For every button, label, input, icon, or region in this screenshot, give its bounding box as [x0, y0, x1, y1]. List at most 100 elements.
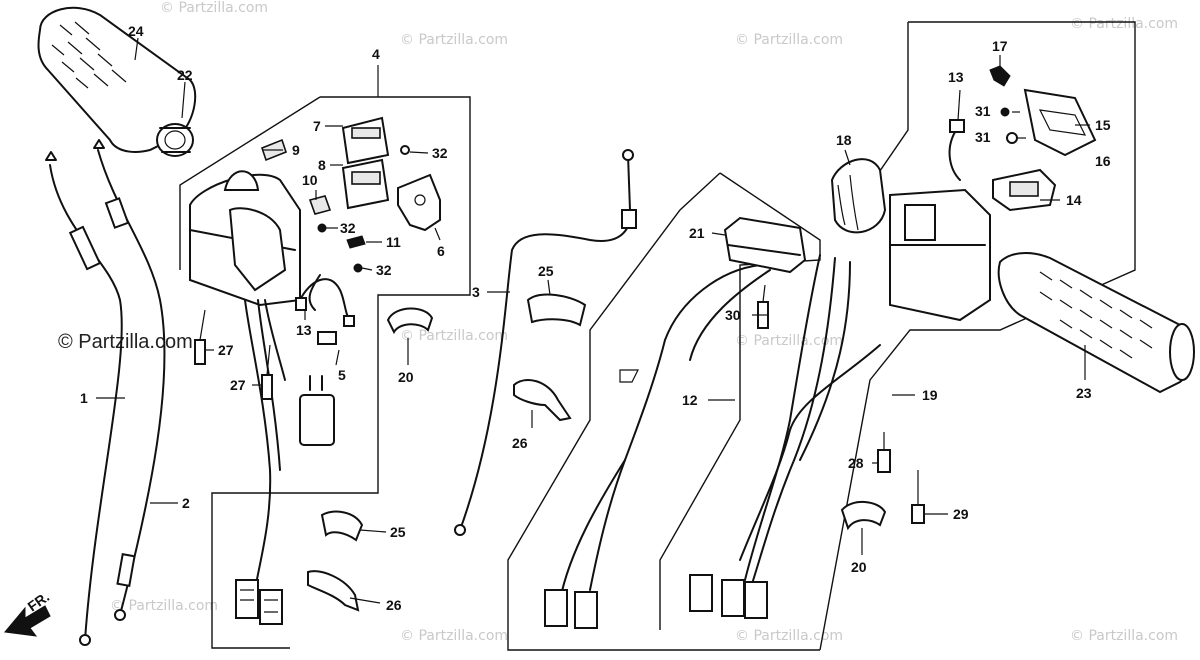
part-25-clamp-bottom[interactable]: [320, 510, 364, 542]
throttle-cable-1[interactable]: [45, 151, 123, 646]
callout-13-right: 13: [948, 69, 964, 85]
callout-32-top: 32: [432, 145, 448, 161]
watermark-text: © Partzilla.com: [735, 32, 843, 48]
part-5-switch[interactable]: [299, 274, 337, 446]
callout-22: 22: [177, 67, 193, 83]
callout-20-left: 20: [398, 369, 414, 385]
callout-21: 21: [689, 225, 705, 241]
callout-5: 5: [338, 367, 346, 383]
watermark-text-main: © Partzilla.com: [58, 331, 193, 353]
callout-31-top: 31: [975, 103, 991, 119]
right-switch-connector[interactable]: [689, 574, 768, 619]
group-outlines: [179, 21, 1136, 651]
callout-15: 15: [1095, 117, 1111, 133]
watermark-text: © Partzilla.com: [400, 328, 508, 344]
screws-32[interactable]: [317, 145, 410, 273]
part-18-switch-drum[interactable]: [830, 158, 887, 234]
callout-9: 9: [292, 142, 300, 158]
callout-27-top: 27: [218, 342, 234, 358]
callout-3: 3: [472, 284, 480, 300]
watermark-text: © Partzilla.com: [1070, 16, 1178, 32]
callout-32-middle: 32: [340, 220, 356, 236]
callout-6: 6: [437, 243, 445, 259]
part-25-clamp-top[interactable]: [526, 293, 587, 327]
part-20-clamp-left[interactable]: [386, 307, 434, 335]
part-26-lever-bottom[interactable]: [307, 570, 360, 612]
part-13-left-wire[interactable]: [295, 278, 355, 327]
part-28-bolt[interactable]: [877, 432, 891, 473]
part-19-cable[interactable]: [739, 344, 881, 561]
throttle-cable-2[interactable]: [93, 139, 166, 621]
callout-29: 29: [953, 506, 969, 522]
group-outline-harness-left: [507, 172, 820, 651]
group-outline-harness: [659, 172, 821, 630]
callout-4: 4: [372, 46, 380, 62]
callout-32-bottom: 32: [376, 262, 392, 278]
watermark-text: © Partzilla.com: [735, 628, 843, 644]
callout-7: 7: [313, 118, 321, 134]
callout-30: 30: [725, 307, 741, 323]
callout-20-right: 20: [851, 559, 867, 575]
part-8-plate[interactable]: [341, 158, 390, 210]
callout-12: 12: [682, 392, 698, 408]
front-direction-arrow: FR.: [4, 588, 53, 637]
callout-13-left: 13: [296, 322, 312, 338]
group-outline-left-switch-top: [179, 96, 321, 270]
watermark-text: © Partzilla.com: [1070, 628, 1178, 644]
direction-label: FR.: [25, 588, 53, 614]
callout-2: 2: [182, 495, 190, 511]
callout-28: 28: [848, 455, 864, 471]
screws-31[interactable]: [1000, 107, 1018, 144]
screws-27[interactable]: [194, 309, 273, 400]
part-12-wire-harness[interactable]: [544, 264, 771, 629]
callout-16: 16: [1095, 153, 1111, 169]
part-11-tab[interactable]: [346, 235, 366, 249]
part-20-clamp-right[interactable]: [840, 501, 887, 531]
left-grip-part[interactable]: [37, 6, 197, 157]
part-10-knob[interactable]: [308, 195, 332, 215]
part-26-lever-top[interactable]: [513, 379, 572, 422]
callout-18: 18: [836, 132, 852, 148]
part-14-bracket[interactable]: [992, 168, 1057, 212]
part-13-right-wire[interactable]: [948, 119, 965, 181]
callout-1: 1: [80, 390, 88, 406]
right-switch-housing[interactable]: [744, 188, 991, 591]
part-6-bracket[interactable]: [397, 173, 441, 232]
part-15-plate[interactable]: [1023, 88, 1097, 157]
callout-26-top: 26: [512, 435, 528, 451]
part-30-screw[interactable]: [757, 284, 769, 329]
watermarks: © Partzilla.com © Partzilla.com © Partzi…: [58, 0, 1178, 644]
part-21-cover[interactable]: [723, 216, 807, 274]
right-grip-part[interactable]: [997, 252, 1195, 394]
callout-25-top: 25: [538, 263, 554, 279]
callout-31-bottom: 31: [975, 129, 991, 145]
group-outline-left-switch: [211, 96, 471, 649]
callout-26-bottom: 26: [386, 597, 402, 613]
callout-14: 14: [1066, 192, 1082, 208]
part-29-bolt[interactable]: [911, 470, 925, 524]
callout-11: 11: [386, 234, 401, 250]
callout-23: 23: [1076, 385, 1092, 401]
watermark-text: © Partzilla.com: [110, 598, 218, 614]
part-3-cable[interactable]: [454, 149, 637, 536]
watermark-text: © Partzilla.com: [400, 628, 508, 644]
part-17-clip[interactable]: [989, 65, 1011, 87]
callout-27-bottom: 27: [230, 377, 246, 393]
watermark-text: © Partzilla.com: [400, 32, 508, 48]
callout-25-bottom: 25: [390, 524, 406, 540]
left-switch-connector[interactable]: [235, 579, 283, 625]
callout-8: 8: [318, 157, 326, 173]
callout-10: 10: [302, 172, 318, 188]
callout-17: 17: [992, 38, 1008, 54]
callout-leaders: [96, 37, 1090, 604]
group-outline-right-switch: [819, 21, 1136, 651]
left-switch-housing[interactable]: [189, 170, 301, 591]
watermark-text: © Partzilla.com: [735, 333, 843, 349]
callout-19: 19: [922, 387, 938, 403]
callout-24: 24: [128, 23, 144, 39]
callout-labels: 1 2 3 4 5 6 7 8 9 10 11 12 13 13 14 15 1…: [80, 23, 1111, 613]
watermark-text: © Partzilla.com: [160, 0, 268, 16]
part-7-plate[interactable]: [341, 116, 390, 165]
